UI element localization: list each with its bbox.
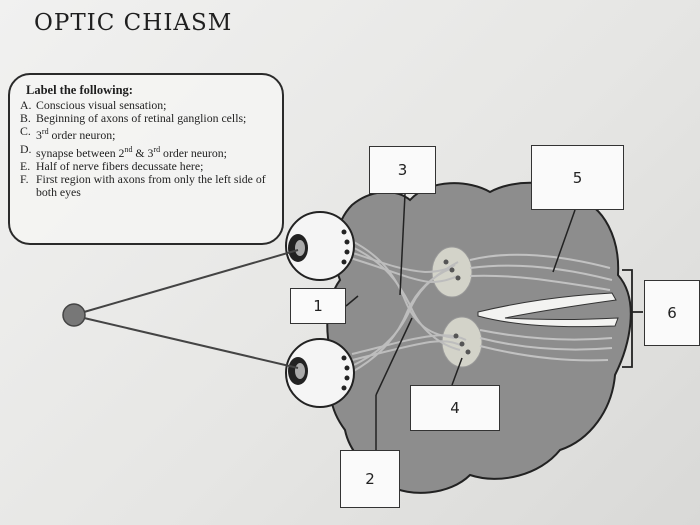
label-box-5[interactable]: 5 [531, 145, 624, 210]
leader-line-3 [399, 193, 406, 296]
light-ray-bottom [83, 317, 299, 369]
synapse-dots [443, 259, 471, 355]
optic-radiations [469, 253, 613, 362]
instruction-item-d: D. synapse between 2nd & 3rd order neuro… [20, 141, 272, 160]
label-box-2[interactable]: 2 [340, 450, 400, 508]
instruction-text: Conscious visual sensation; [36, 98, 167, 112]
instruction-letter: D. [20, 141, 32, 156]
instruction-text: Half of nerve fibers decussate here; [36, 158, 204, 173]
visual-object-dot [62, 303, 86, 327]
label-box-6[interactable]: 6 [644, 280, 700, 346]
instruction-letter: E. [20, 158, 31, 173]
instruction-letter: A. [20, 98, 32, 112]
longitudinal-fissure [477, 292, 619, 328]
instruction-letter: C. [20, 124, 31, 139]
label-box-3[interactable]: 3 [369, 146, 436, 194]
instruction-item-b: B. Beginning of axons of retinal ganglio… [20, 112, 272, 125]
instruction-letter: B. [20, 111, 31, 126]
instruction-item-e: E. Half of nerve fibers decussate here; [20, 158, 272, 173]
instruction-item-f: F. First region with axons from only the… [20, 171, 272, 200]
instruction-text: synapse between 2nd & 3rd order neuron; [36, 144, 227, 160]
optic-nerve-fibers [349, 239, 467, 373]
instruction-text: First region with axons from only the le… [36, 171, 266, 200]
instruction-item-c: C. 3rd order neuron; [20, 125, 272, 142]
eye-bottom [285, 338, 355, 408]
instruction-text: Beginning of axons of retinal ganglion c… [36, 111, 247, 126]
instructions-box: Label the following: A. Conscious visual… [8, 73, 284, 245]
instructions-heading: Label the following: [26, 83, 133, 97]
leader-line-5 [552, 209, 576, 273]
instruction-letter: F. [20, 171, 29, 186]
light-ray-top [83, 249, 299, 313]
label-box-4[interactable]: 4 [410, 385, 500, 431]
page-title: OPTIC CHIASM [34, 10, 233, 36]
leader-line-2b [375, 317, 413, 396]
instruction-item-a: A. Conscious visual sensation; [20, 98, 272, 112]
bracket-6 [622, 269, 643, 368]
leader-line-4 [451, 357, 463, 386]
leader-line-1 [345, 295, 359, 307]
eye-top [285, 211, 355, 281]
instruction-text: 3rd order neuron; [36, 127, 116, 143]
label-box-1[interactable]: 1 [290, 288, 346, 324]
